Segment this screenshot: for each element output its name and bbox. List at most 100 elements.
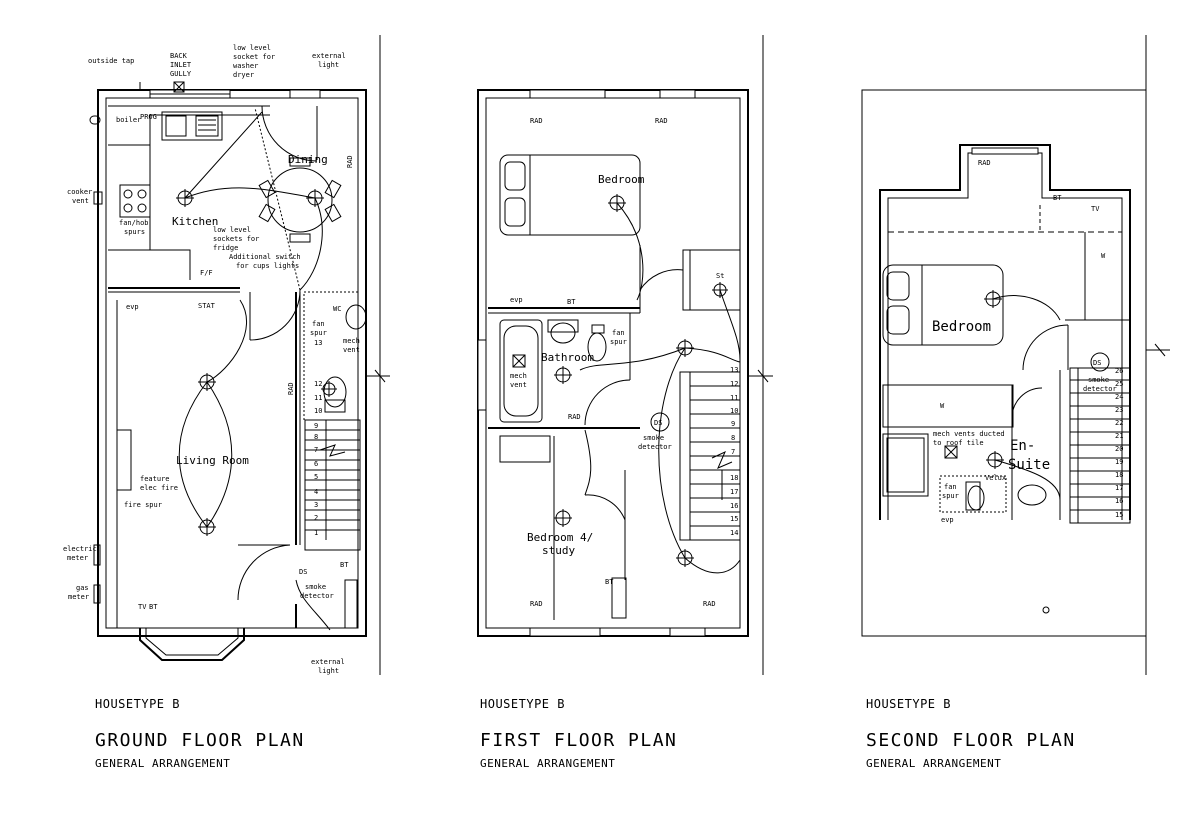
- svg-text:PROG: PROG: [140, 113, 157, 121]
- svg-text:St: St: [716, 272, 724, 280]
- svg-text:detector: detector: [300, 592, 334, 600]
- svg-text:RAD: RAD: [703, 600, 716, 608]
- svg-text:spur: spur: [310, 329, 327, 337]
- first-outer-wall: [477, 89, 749, 637]
- svg-text:RAD: RAD: [978, 159, 991, 167]
- svg-text:mech vents ducted: mech vents ducted: [933, 430, 1005, 438]
- svg-text:fire spur: fire spur: [124, 501, 162, 509]
- svg-text:24: 24: [1115, 393, 1123, 401]
- room-living: Living Room: [176, 454, 249, 467]
- room-bathroom: Bathroom: [541, 351, 594, 364]
- svg-text:detector: detector: [1083, 385, 1117, 393]
- svg-text:W: W: [1101, 252, 1106, 260]
- svg-text:RAD: RAD: [287, 382, 295, 395]
- svg-text:low level: low level: [233, 44, 271, 52]
- svg-text:BT: BT: [1053, 194, 1062, 202]
- svg-text:11: 11: [730, 394, 738, 402]
- svg-text:20: 20: [1115, 445, 1123, 453]
- second-housetype: HOUSETYPE B: [866, 697, 951, 711]
- svg-text:1: 1: [314, 529, 318, 537]
- svg-text:cooker: cooker: [67, 188, 92, 196]
- svg-text:meter: meter: [68, 593, 89, 601]
- second-floor-plan: [861, 35, 1170, 675]
- svg-text:10: 10: [314, 407, 322, 415]
- svg-text:vent: vent: [72, 197, 89, 205]
- svg-text:mech: mech: [510, 372, 527, 380]
- room-bedroom-4: Bedroom 4/: [527, 531, 593, 544]
- svg-text:STAT: STAT: [198, 302, 216, 310]
- svg-text:to roof tile: to roof tile: [933, 439, 984, 447]
- svg-text:evp: evp: [126, 303, 139, 311]
- svg-text:10: 10: [730, 407, 738, 415]
- svg-text:25: 25: [1115, 380, 1123, 388]
- svg-text:light: light: [318, 61, 339, 69]
- svg-text:WC: WC: [333, 305, 341, 313]
- svg-text:26: 26: [1115, 367, 1123, 375]
- svg-text:feature: feature: [140, 475, 170, 483]
- svg-text:smoke: smoke: [643, 434, 664, 442]
- room-bedroom-second: Bedroom: [932, 319, 991, 335]
- svg-text:21: 21: [1115, 432, 1123, 440]
- svg-text:RAD: RAD: [530, 117, 543, 125]
- wc-basin: [345, 304, 367, 330]
- svg-text:TV: TV: [1091, 205, 1100, 213]
- svg-text:RAD: RAD: [568, 413, 581, 421]
- svg-text:14: 14: [730, 529, 738, 537]
- svg-text:INLET: INLET: [170, 61, 192, 69]
- svg-text:5: 5: [314, 473, 318, 481]
- second-title: SECOND FLOOR PLAN: [866, 730, 1076, 751]
- svg-text:7: 7: [314, 446, 318, 454]
- svg-text:W: W: [940, 402, 945, 410]
- first-labels: RAD RAD Bedroom St evp BT fan spur Bathr…: [510, 117, 738, 608]
- svg-text:9: 9: [731, 420, 735, 428]
- svg-text:low level: low level: [213, 226, 251, 234]
- wc-toilet: [323, 376, 347, 408]
- svg-text:socket for: socket for: [233, 53, 275, 61]
- svg-text:evp: evp: [941, 516, 954, 524]
- svg-text:fridge: fridge: [213, 244, 238, 252]
- room-dining: Dining: [288, 153, 328, 166]
- svg-text:2: 2: [314, 514, 318, 522]
- svg-text:17: 17: [1115, 484, 1123, 492]
- svg-text:evp: evp: [510, 296, 523, 304]
- svg-text:Additional switch: Additional switch: [229, 253, 301, 261]
- svg-text:19: 19: [1115, 458, 1123, 466]
- svg-text:for cups lights: for cups lights: [236, 262, 299, 270]
- first-bath: [499, 319, 543, 423]
- room-bedroom-first: Bedroom: [598, 173, 645, 186]
- svg-text:BT: BT: [567, 298, 576, 306]
- svg-text:Velux: Velux: [985, 474, 1006, 482]
- ground-floor-plan: [89, 35, 390, 675]
- ground-stairs: [304, 419, 361, 551]
- feature-fire: [116, 429, 132, 491]
- svg-text:RAD: RAD: [346, 155, 354, 168]
- svg-text:F/F: F/F: [200, 269, 213, 277]
- svg-text:vent: vent: [510, 381, 527, 389]
- svg-text:boiler: boiler: [116, 116, 141, 124]
- first-stair-numbers: 13 12 11 10 9 8 7 18 17 16 15 14: [730, 366, 738, 537]
- svg-text:12: 12: [730, 380, 738, 388]
- svg-text:15: 15: [1115, 511, 1123, 519]
- svg-text:DS: DS: [299, 568, 307, 576]
- svg-text:RAD: RAD: [655, 117, 668, 125]
- svg-text:23: 23: [1115, 406, 1123, 414]
- svg-text:GULLY: GULLY: [170, 70, 192, 78]
- svg-text:BACK: BACK: [170, 52, 188, 60]
- svg-text:3: 3: [314, 501, 318, 509]
- svg-text:8: 8: [731, 434, 735, 442]
- ground-outer-wall: [97, 89, 367, 637]
- first-subtitle: GENERAL ARRANGEMENT: [480, 757, 616, 770]
- svg-text:study: study: [542, 544, 575, 557]
- svg-text:smoke: smoke: [305, 583, 326, 591]
- first-bed: [499, 154, 641, 236]
- svg-text:12: 12: [314, 380, 322, 388]
- svg-text:BT: BT: [605, 578, 614, 586]
- svg-text:BT: BT: [340, 561, 349, 569]
- svg-text:DS: DS: [1093, 359, 1101, 367]
- second-bed: [882, 264, 1004, 346]
- ground-labels: outside tap BACK INLET GULLY low level s…: [63, 44, 360, 675]
- ground-title: GROUND FLOOR PLAN: [95, 730, 305, 751]
- svg-text:external: external: [312, 52, 346, 60]
- svg-text:13: 13: [730, 366, 738, 374]
- svg-text:gas: gas: [76, 584, 89, 592]
